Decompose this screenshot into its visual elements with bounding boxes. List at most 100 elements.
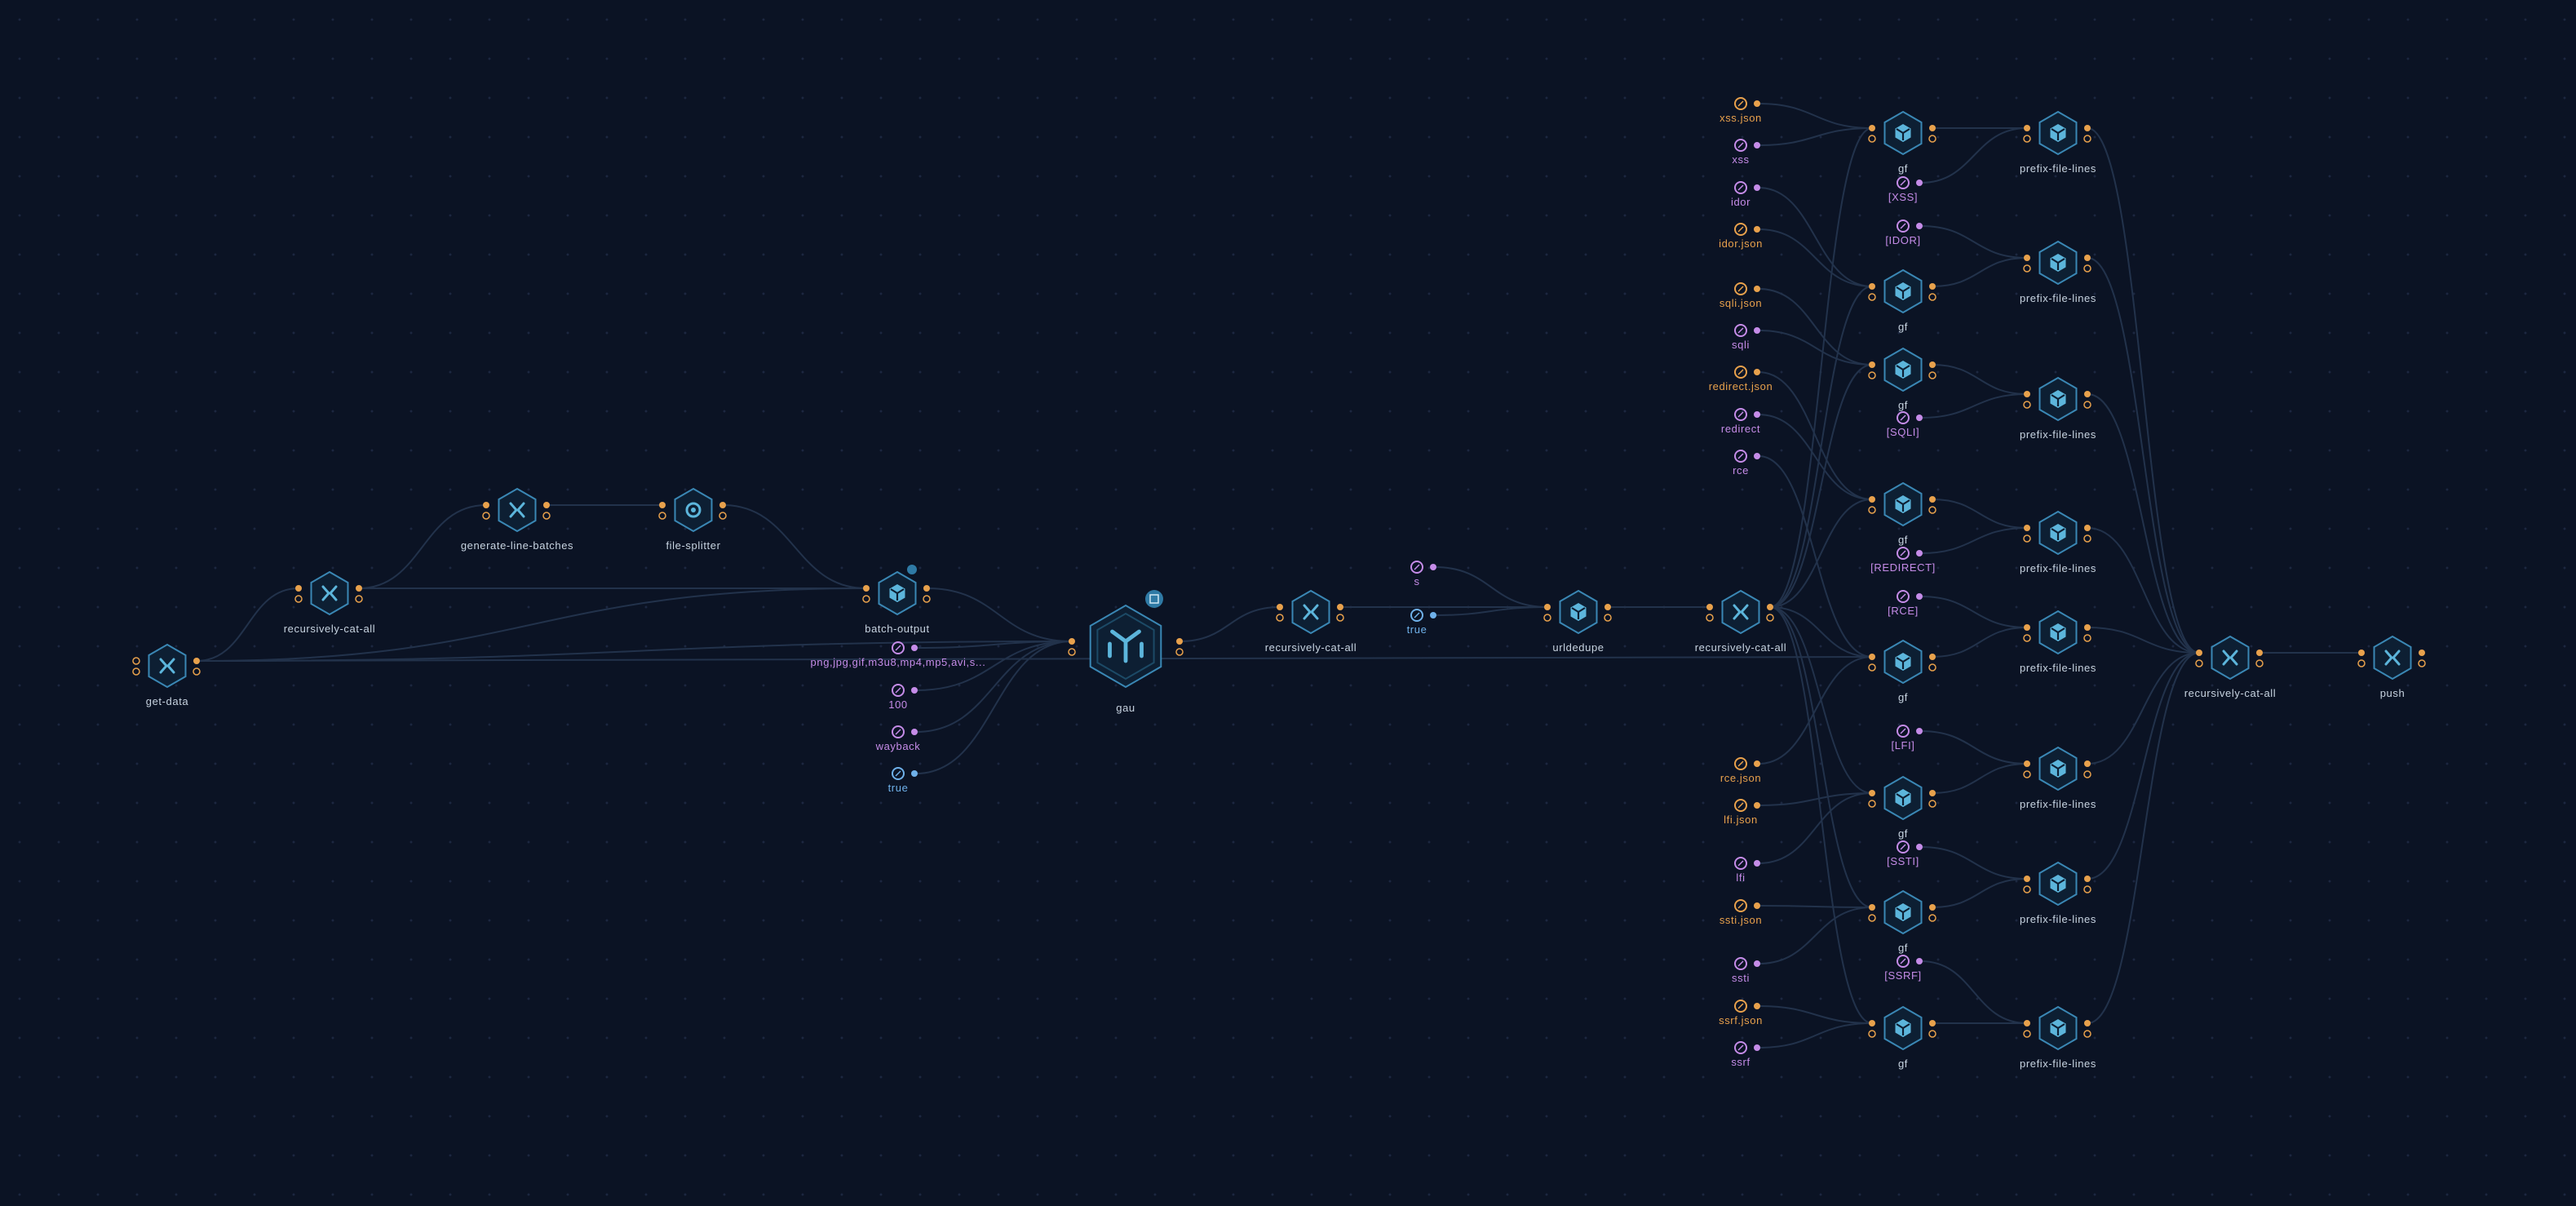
node-urldedupe[interactable]: urldedupe (1543, 589, 1612, 654)
output-port[interactable] (1929, 1020, 1936, 1026)
input-port[interactable] (2024, 760, 2030, 767)
node-prefix-file-lines[interactable]: prefix-file-lines (2020, 746, 2096, 810)
input-port[interactable] (1868, 135, 1876, 143)
output-port[interactable] (2084, 125, 2091, 131)
constant-[SSTI][interactable]: [SSTI] (1887, 840, 1923, 867)
constant-true[interactable]: true (1407, 609, 1436, 636)
input-port[interactable] (1869, 125, 1875, 131)
output-port[interactable] (719, 502, 726, 508)
output-port[interactable] (1916, 415, 1923, 421)
input-port[interactable] (658, 512, 666, 520)
input-port[interactable] (2024, 876, 2030, 882)
input-port[interactable] (2024, 125, 2030, 131)
input-port[interactable] (294, 595, 303, 603)
node-get-data[interactable]: get-data (132, 643, 201, 707)
output-port[interactable] (1430, 612, 1436, 619)
node-gf[interactable]: gf (1868, 347, 1936, 411)
constant-rce.json[interactable]: rce.json (1720, 757, 1761, 784)
node-prefix-file-lines[interactable]: prefix-file-lines (2020, 110, 2096, 175)
input-port[interactable] (1868, 1030, 1876, 1038)
input-port[interactable] (1868, 663, 1876, 672)
output-port[interactable] (2083, 534, 2091, 543)
input-port[interactable] (1869, 790, 1875, 796)
input-port[interactable] (1869, 283, 1875, 290)
input-port[interactable] (1706, 604, 1713, 610)
input-port[interactable] (2024, 525, 2030, 531)
output-port[interactable] (1916, 223, 1923, 229)
input-port[interactable] (1868, 914, 1876, 922)
node-recursively-cat-all[interactable]: recursively-cat-all (284, 570, 376, 635)
output-port[interactable] (911, 687, 918, 694)
input-port[interactable] (1869, 904, 1875, 911)
input-port[interactable] (2023, 1030, 2031, 1038)
output-port[interactable] (1754, 327, 1760, 334)
input-port[interactable] (2023, 770, 2031, 778)
input-port[interactable] (483, 502, 489, 508)
output-port[interactable] (1430, 564, 1436, 570)
input-port[interactable] (2023, 135, 2031, 143)
output-port[interactable] (1766, 614, 1774, 622)
input-port[interactable] (2024, 255, 2030, 261)
output-port[interactable] (2084, 1020, 2091, 1026)
input-port[interactable] (1706, 614, 1714, 622)
constant-redirect[interactable]: redirect (1721, 408, 1760, 435)
input-port[interactable] (659, 502, 666, 508)
grid-badge-icon[interactable] (1145, 590, 1163, 608)
node-recursively-cat-all[interactable]: recursively-cat-all (1265, 589, 1357, 654)
constant-[LFI][interactable]: [LFI] (1891, 725, 1923, 752)
input-port[interactable] (1868, 506, 1876, 514)
constant-ssti[interactable]: ssti (1732, 957, 1760, 984)
output-port[interactable] (1916, 593, 1923, 600)
node-prefix-file-lines[interactable]: prefix-file-lines (2020, 376, 2096, 441)
output-port[interactable] (1928, 135, 1936, 143)
constant-idor.json[interactable]: idor.json (1719, 223, 1763, 250)
constant-sqli.json[interactable]: sqli.json (1720, 282, 1762, 309)
input-port[interactable] (1276, 614, 1284, 622)
input-port[interactable] (482, 512, 490, 520)
output-port[interactable] (2083, 135, 2091, 143)
constant-100[interactable]: 100 (888, 684, 918, 711)
output-port[interactable] (1604, 614, 1612, 622)
output-port[interactable] (1754, 142, 1760, 149)
output-port[interactable] (2084, 760, 2091, 767)
output-port[interactable] (2084, 876, 2091, 882)
output-port[interactable] (2083, 885, 2091, 893)
output-port[interactable] (2084, 525, 2091, 531)
output-port[interactable] (1754, 860, 1760, 867)
output-port[interactable] (1928, 1030, 1936, 1038)
input-port[interactable] (1869, 361, 1875, 368)
node-gf[interactable]: gf (1868, 110, 1936, 175)
constant-ssrf.json[interactable]: ssrf.json (1719, 1000, 1763, 1026)
input-port[interactable] (1869, 1020, 1875, 1026)
node-gau[interactable]: gau (1068, 590, 1184, 714)
output-port[interactable] (1916, 728, 1923, 734)
input-port[interactable] (2023, 401, 2031, 409)
output-port[interactable] (1929, 654, 1936, 660)
output-port[interactable] (1929, 904, 1936, 911)
input-port[interactable] (1277, 604, 1283, 610)
node-prefix-file-lines[interactable]: prefix-file-lines (2020, 510, 2096, 574)
output-port[interactable] (2255, 659, 2264, 667)
output-port[interactable] (1929, 790, 1936, 796)
constant-[RCE][interactable]: [RCE] (1888, 590, 1923, 617)
input-port[interactable] (2024, 624, 2030, 631)
output-port[interactable] (1175, 648, 1184, 656)
output-port[interactable] (1928, 293, 1936, 301)
output-port[interactable] (1176, 638, 1183, 645)
output-port[interactable] (1754, 286, 1760, 292)
input-port[interactable] (1068, 648, 1076, 656)
input-port[interactable] (863, 585, 870, 592)
constant-ssrf[interactable]: ssrf (1731, 1041, 1760, 1068)
output-port[interactable] (1754, 760, 1760, 767)
input-port[interactable] (2358, 650, 2365, 656)
node-file-splitter[interactable]: file-splitter (658, 487, 727, 552)
output-port[interactable] (2256, 650, 2263, 656)
input-port[interactable] (1869, 496, 1875, 503)
output-port[interactable] (2419, 650, 2425, 656)
output-port[interactable] (1754, 100, 1760, 107)
node-prefix-file-lines[interactable]: prefix-file-lines (2020, 861, 2096, 925)
constant-[REDIRECT][interactable]: [REDIRECT] (1870, 547, 1936, 574)
input-port[interactable] (2023, 534, 2031, 543)
node-prefix-file-lines[interactable]: prefix-file-lines (2020, 1005, 2096, 1070)
